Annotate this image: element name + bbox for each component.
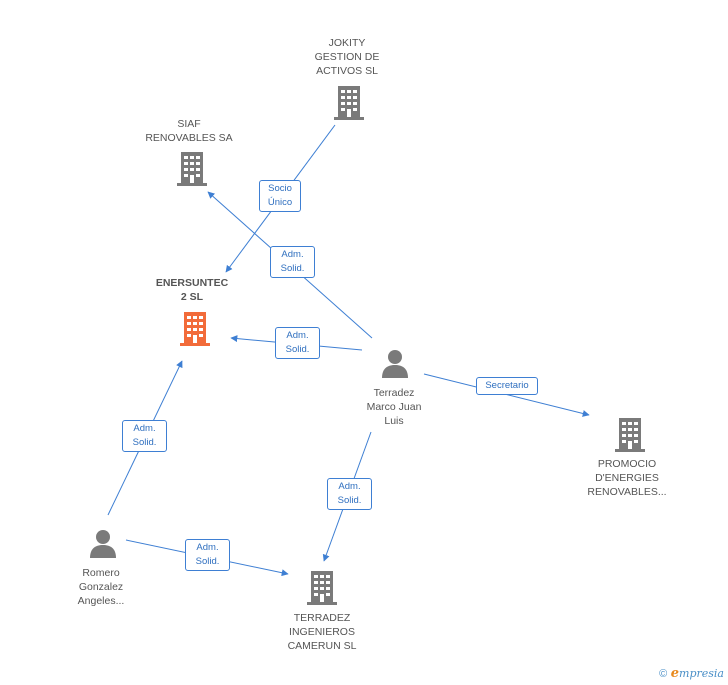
copyright-symbol: © xyxy=(659,668,668,680)
empresia-logo: © empresia xyxy=(659,666,724,681)
edge-label-adm-solid-romero-enersuntec[interactable]: Adm. Solid. xyxy=(122,420,167,452)
building-icon[interactable] xyxy=(615,418,645,452)
building-icon[interactable] xyxy=(334,86,364,120)
node-label-terradez-person[interactable]: Terradez Marco Juan Luis xyxy=(366,387,422,427)
node-label-siaf[interactable]: SIAF RENOVABLES SA xyxy=(145,118,233,144)
building-icon[interactable] xyxy=(180,312,210,346)
building-icon[interactable] xyxy=(177,152,207,186)
edge-label-secretario[interactable]: Secretario xyxy=(476,377,538,395)
edge-label-adm-solid-enersuntec[interactable]: Adm. Solid. xyxy=(275,327,320,359)
brand-name: mpresia xyxy=(679,667,724,680)
node-label-promocio[interactable]: PROMOCIO D'ENERGIES RENOVABLES... xyxy=(587,458,667,498)
edge-label-adm-solid-siaf[interactable]: Adm. Solid. xyxy=(270,246,315,278)
edge-label-adm-solid-romero-ingenieros[interactable]: Adm. Solid. xyxy=(185,539,230,571)
edge-label-adm-solid-ingenieros[interactable]: Adm. Solid. xyxy=(327,478,372,510)
person-icon[interactable] xyxy=(380,348,410,378)
building-icon[interactable] xyxy=(307,571,337,605)
node-label-terradez-ingenieros[interactable]: TERRADEZ INGENIEROS CAMERUN SL xyxy=(287,612,357,652)
node-label-enersuntec[interactable]: ENERSUNTEC 2 SL xyxy=(155,277,229,303)
edge-label-socio-unico[interactable]: Socio Único xyxy=(259,180,301,212)
node-label-jokity[interactable]: JOKITY GESTION DE ACTIVOS SL xyxy=(314,37,380,77)
person-icon[interactable] xyxy=(88,528,118,558)
brand-e: e xyxy=(670,666,680,681)
node-label-romero[interactable]: Romero Gonzalez Angeles... xyxy=(77,567,125,607)
